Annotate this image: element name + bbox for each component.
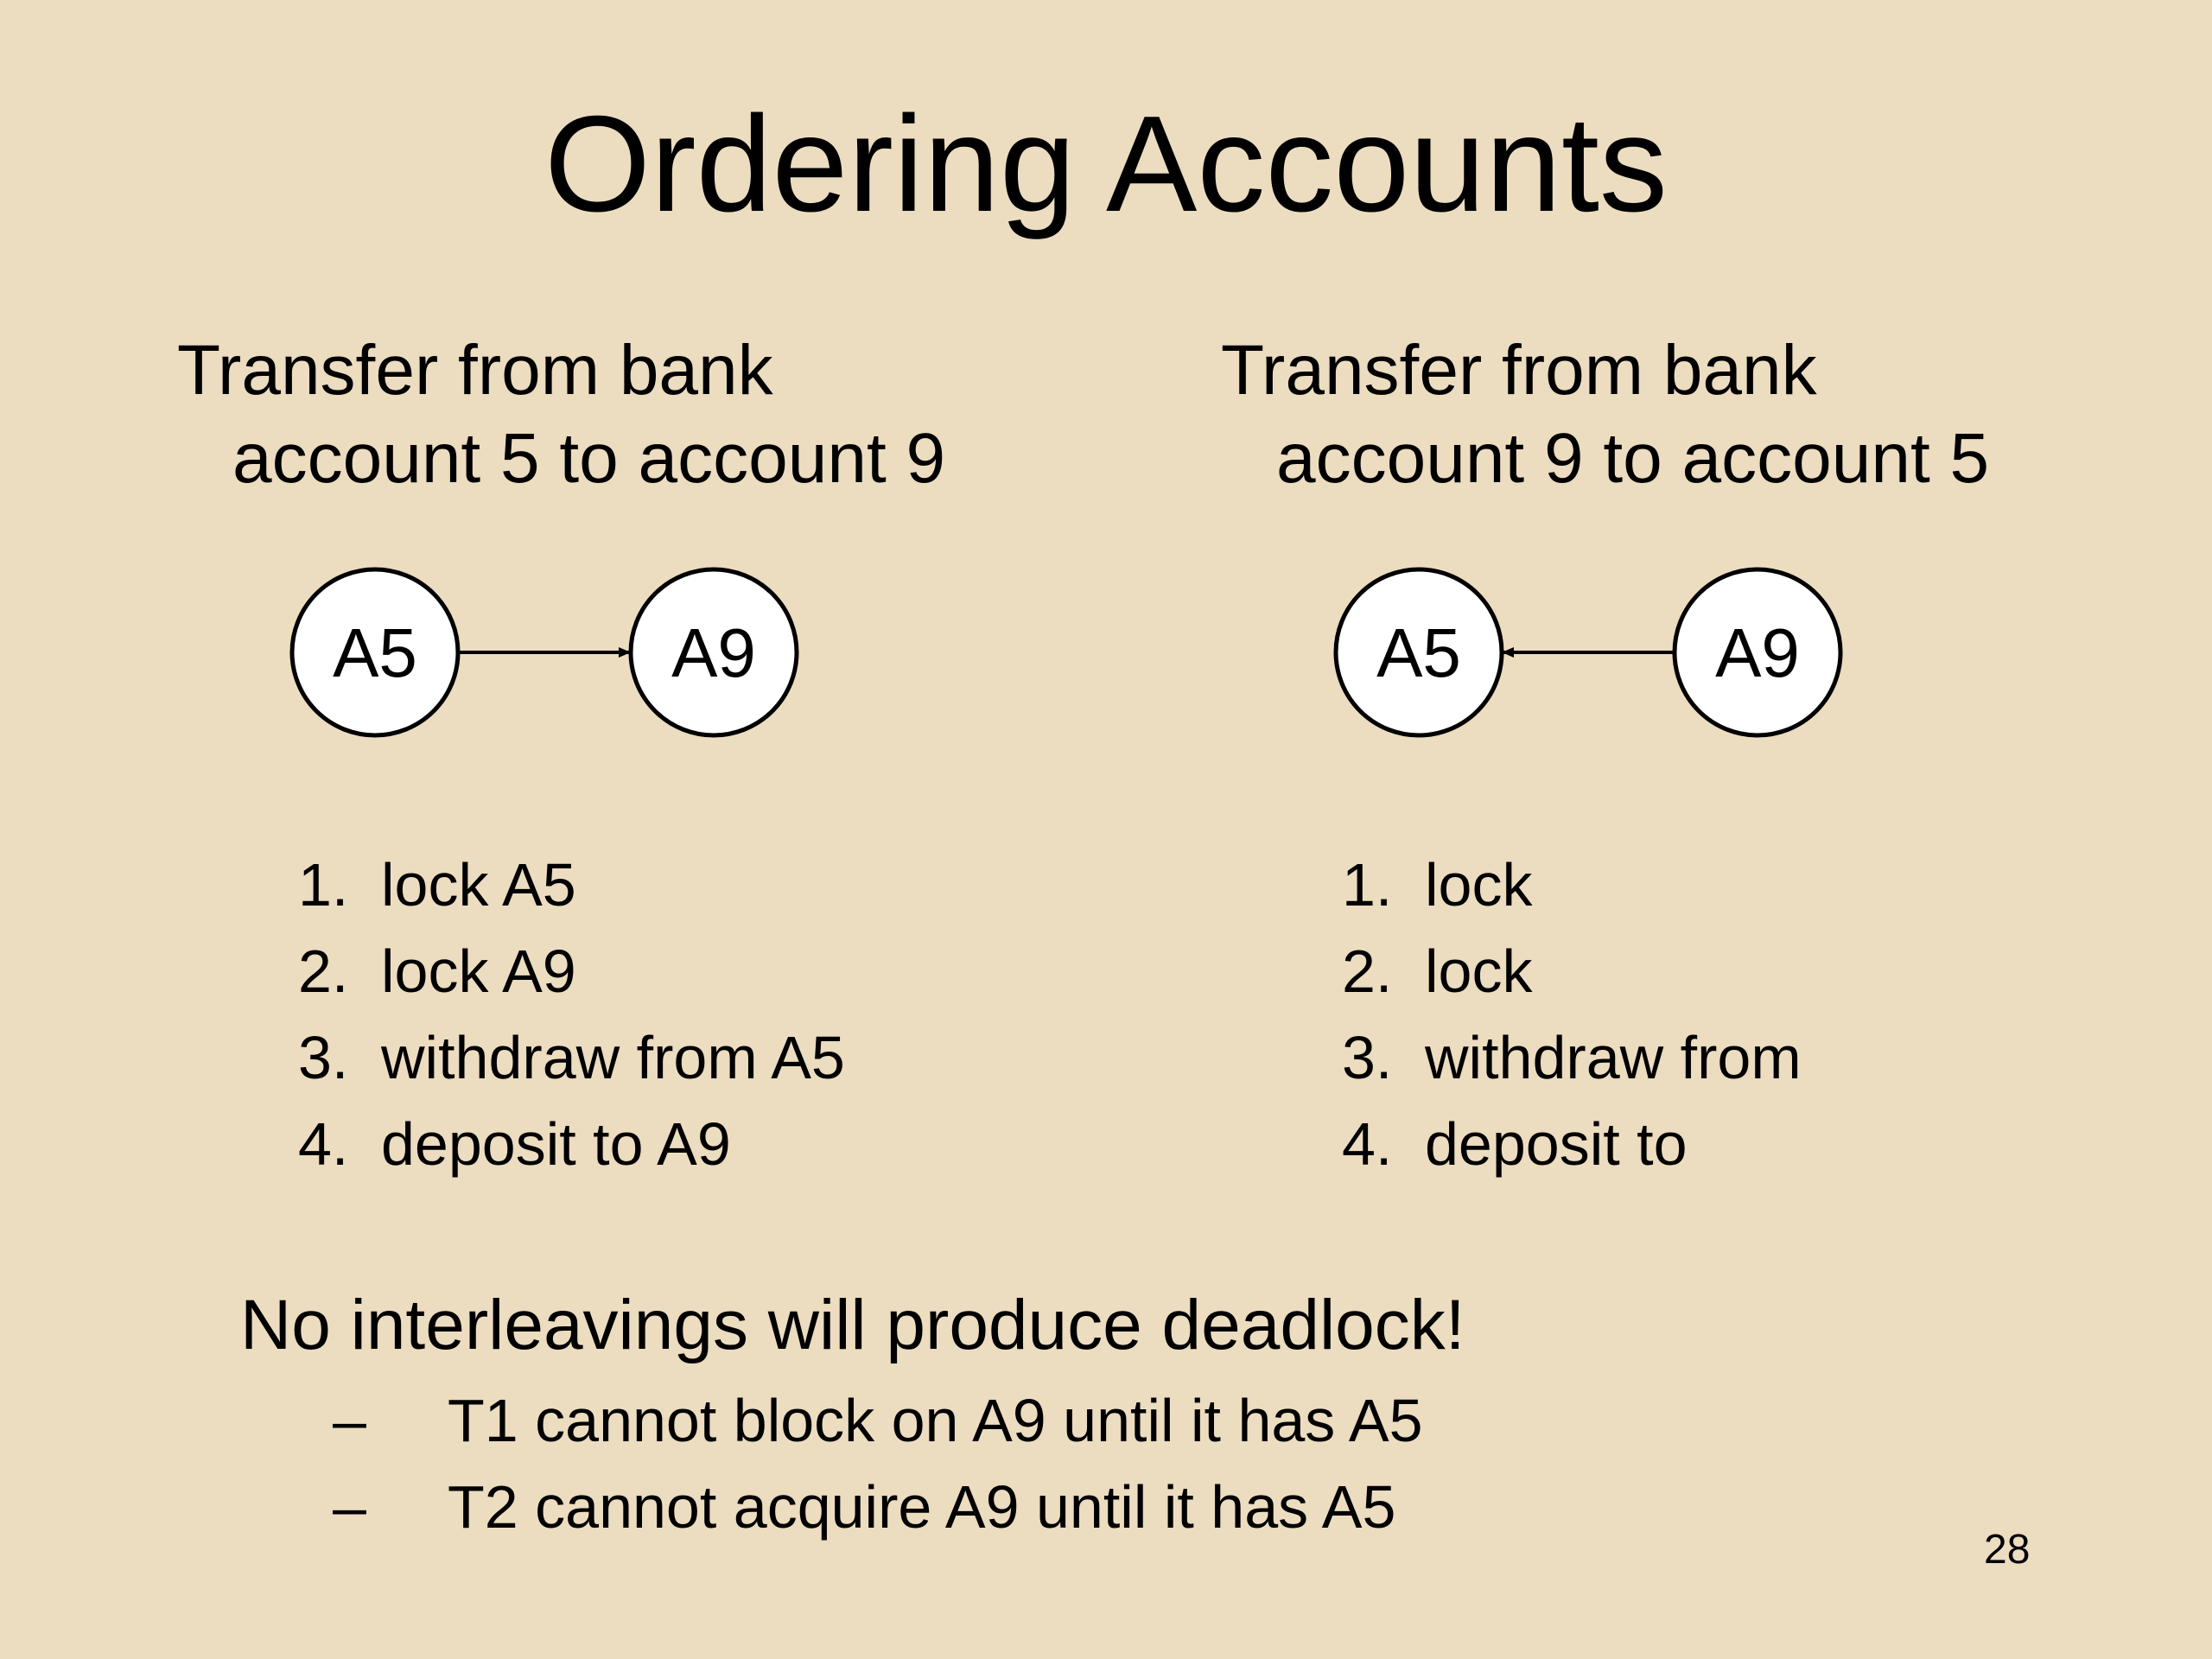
step-text: withdraw from A5 [381, 1024, 845, 1091]
left-node-a9: A9 [628, 567, 799, 738]
list-item: 4. deposit to [1342, 1101, 1802, 1187]
dash-bullet: – [333, 1473, 366, 1541]
list-item: 3. withdraw from [1342, 1014, 1802, 1101]
right-node-a9: A9 [1672, 567, 1843, 738]
left-graph: A5 A9 [276, 562, 799, 743]
step-number: 2. [1342, 938, 1393, 1005]
list-item: 1. lock A5 [298, 842, 845, 928]
list-item: 2. lock A9 [298, 928, 845, 1014]
step-text: lock A5 [381, 851, 576, 918]
dash-bullet: – [333, 1387, 366, 1454]
list-item: 4. deposit to A9 [298, 1101, 845, 1187]
step-text: lock A9 [381, 938, 576, 1005]
page-number: 28 [1984, 1527, 2031, 1573]
right-graph-svg: A5 A9 [1333, 567, 1843, 738]
right-node-a5-label: A5 [1376, 614, 1461, 691]
step-text: lock [1425, 851, 1533, 918]
left-steps-list: 1. lock A5 2. lock A9 3. withdraw from A5 4… [298, 842, 845, 1187]
conclusion-bullets: – T1 cannot block on A9 until it has A5 –… [333, 1377, 1423, 1550]
list-item: – T2 cannot acquire A9 until it has A5 [333, 1464, 1423, 1550]
right-heading: Transfer from bank account 9 to account … [1221, 327, 1989, 503]
list-item: 1. lock [1342, 842, 1802, 928]
list-item: – T1 cannot block on A9 until it has A5 [333, 1377, 1423, 1464]
step-number: 1. [1342, 851, 1393, 918]
step-text: deposit to A9 [381, 1110, 731, 1178]
step-number: 4. [1342, 1110, 1393, 1178]
right-node-a5: A5 [1333, 567, 1504, 738]
bullet-text: T1 cannot block on A9 until it has A5 [448, 1387, 1423, 1454]
step-number: 2. [298, 938, 349, 1005]
right-graph: A5 A9 [1320, 562, 1843, 743]
list-item: 2. lock [1342, 928, 1802, 1014]
step-number: 3. [1342, 1024, 1393, 1091]
step-number: 1. [298, 851, 349, 918]
conclusion-text: No interleavings will produce deadlock! [240, 1286, 1465, 1364]
step-text: withdraw from [1425, 1024, 1802, 1091]
step-number: 3. [298, 1024, 349, 1091]
step-text: deposit to [1425, 1110, 1688, 1178]
step-text: lock [1425, 938, 1533, 1005]
left-graph-svg: A5 A9 [289, 567, 799, 738]
right-heading-line1: Transfer from bank [1221, 331, 1817, 410]
left-heading-line2: account 5 to account 9 [232, 419, 946, 498]
right-steps-list: 1. lock 2. lock 3. withdraw from 4. deposit … [1342, 842, 1802, 1187]
left-heading: Transfer from bank account 5 to account … [177, 327, 945, 503]
right-node-a9-label: A9 [1715, 614, 1800, 691]
left-node-a9-label: A9 [671, 614, 756, 691]
slide-title: Ordering Accounts [544, 88, 1668, 240]
list-item: 3. withdraw from A5 [298, 1014, 845, 1101]
step-number: 4. [298, 1110, 349, 1178]
left-node-a5-label: A5 [333, 614, 417, 691]
left-heading-line1: Transfer from bank [177, 331, 773, 410]
bullet-text: T2 cannot acquire A9 until it has A5 [448, 1473, 1396, 1541]
right-heading-line2: account 9 to account 5 [1276, 419, 1990, 498]
left-node-a5: A5 [289, 567, 461, 738]
